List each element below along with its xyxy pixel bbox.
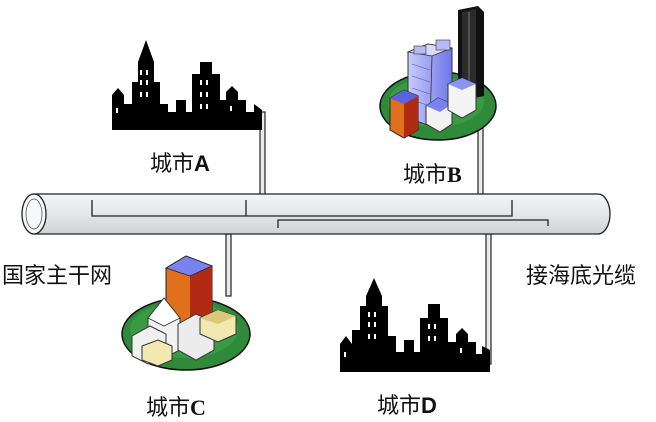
city-d-label-prefix: 城市 xyxy=(377,394,422,419)
city-c-label-prefix: 城市 xyxy=(146,396,191,421)
backbone-internal-lines xyxy=(91,200,549,228)
city-b-label: 城市B xyxy=(403,157,462,189)
city-b-label-suffix: B xyxy=(447,162,462,187)
city-a-label-prefix: 城市 xyxy=(150,152,195,177)
city-a-label: 城市A xyxy=(150,146,210,178)
backbone-label: 国家主干网 xyxy=(2,264,113,289)
city-a-skyline xyxy=(112,40,262,130)
submarine-cable-label: 接海底光缆 xyxy=(526,264,637,289)
city-a-label-suffix: A xyxy=(194,151,210,176)
city-c-label-suffix: C xyxy=(190,395,206,420)
city-b-label-prefix: 城市 xyxy=(403,163,448,188)
city-c-island xyxy=(121,255,251,371)
connector-city-c xyxy=(225,233,232,297)
connector-city-d xyxy=(485,233,492,365)
city-c-label: 城市C xyxy=(146,390,206,422)
city-d-label-suffix: D xyxy=(421,393,437,418)
city-b-island xyxy=(379,6,497,141)
city-d-skyline xyxy=(340,278,490,372)
city-d-label: 城市D xyxy=(377,388,437,420)
backbone-pipe xyxy=(21,193,611,235)
